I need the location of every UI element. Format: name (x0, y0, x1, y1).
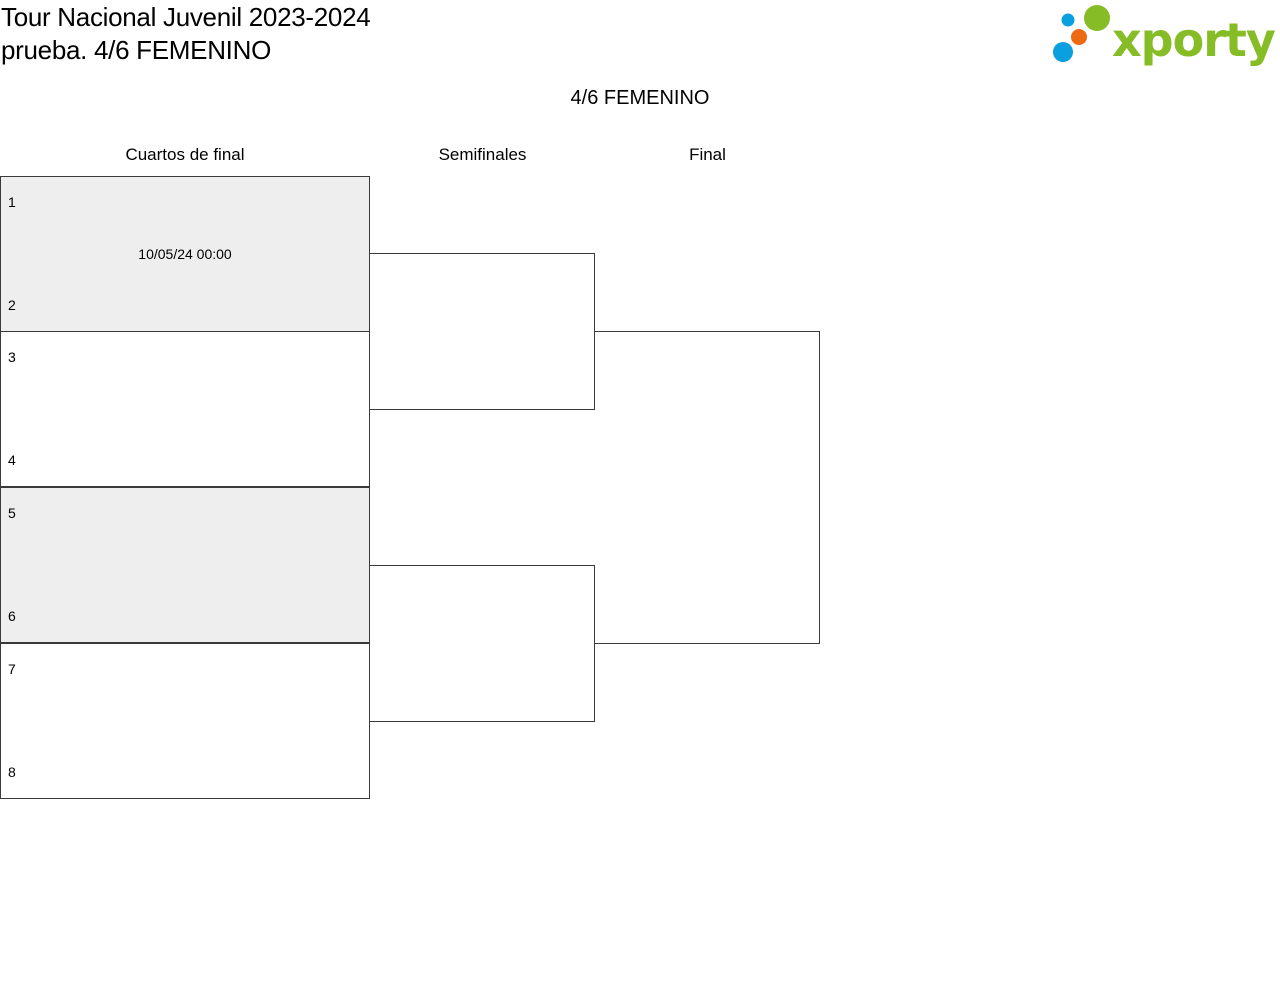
seed-label: 2 (8, 297, 16, 313)
logo-dot-orange (1071, 29, 1087, 45)
round-header-quarterfinals: Cuartos de final (125, 145, 245, 164)
seed-label: 5 (8, 505, 16, 521)
seed-label: 8 (8, 764, 16, 780)
xporty-logo: xporty (1050, 4, 1276, 68)
logo-dot-blue-small (1061, 13, 1075, 27)
seed-label: 6 (8, 608, 16, 624)
round-header-final: Final (689, 145, 726, 164)
seed-label: 4 (8, 452, 16, 468)
quarterfinal-match-4[interactable]: 7 8 (0, 643, 370, 799)
quarterfinal-match-3[interactable]: 5 6 (0, 487, 370, 643)
logo-dot-blue (1053, 42, 1073, 62)
seed-label: 3 (8, 349, 16, 365)
logo-wordmark: xporty (1112, 13, 1276, 67)
tournament-title: Tour Nacional Juvenil 2023-2024 prueba. … (1, 1, 371, 67)
final-slot[interactable] (594, 331, 820, 644)
semifinal-slot-1[interactable] (369, 253, 595, 410)
quarterfinal-match-1[interactable]: 1 10/05/24 00:00 2 (0, 176, 370, 332)
semifinal-slot-2[interactable] (369, 565, 595, 722)
match-datetime: 10/05/24 00:00 (138, 246, 232, 262)
quarterfinal-match-2[interactable]: 3 4 (0, 331, 370, 487)
logo-dot-green (1084, 5, 1110, 31)
seed-label: 1 (8, 194, 16, 210)
bracket-title: 4/6 FEMENINO (570, 87, 710, 109)
event-name: prueba. 4/6 FEMENINO (1, 35, 271, 65)
tournament-name: Tour Nacional Juvenil 2023-2024 (1, 2, 371, 32)
seed-label: 7 (8, 661, 16, 677)
round-header-semifinals: Semifinales (438, 145, 527, 164)
